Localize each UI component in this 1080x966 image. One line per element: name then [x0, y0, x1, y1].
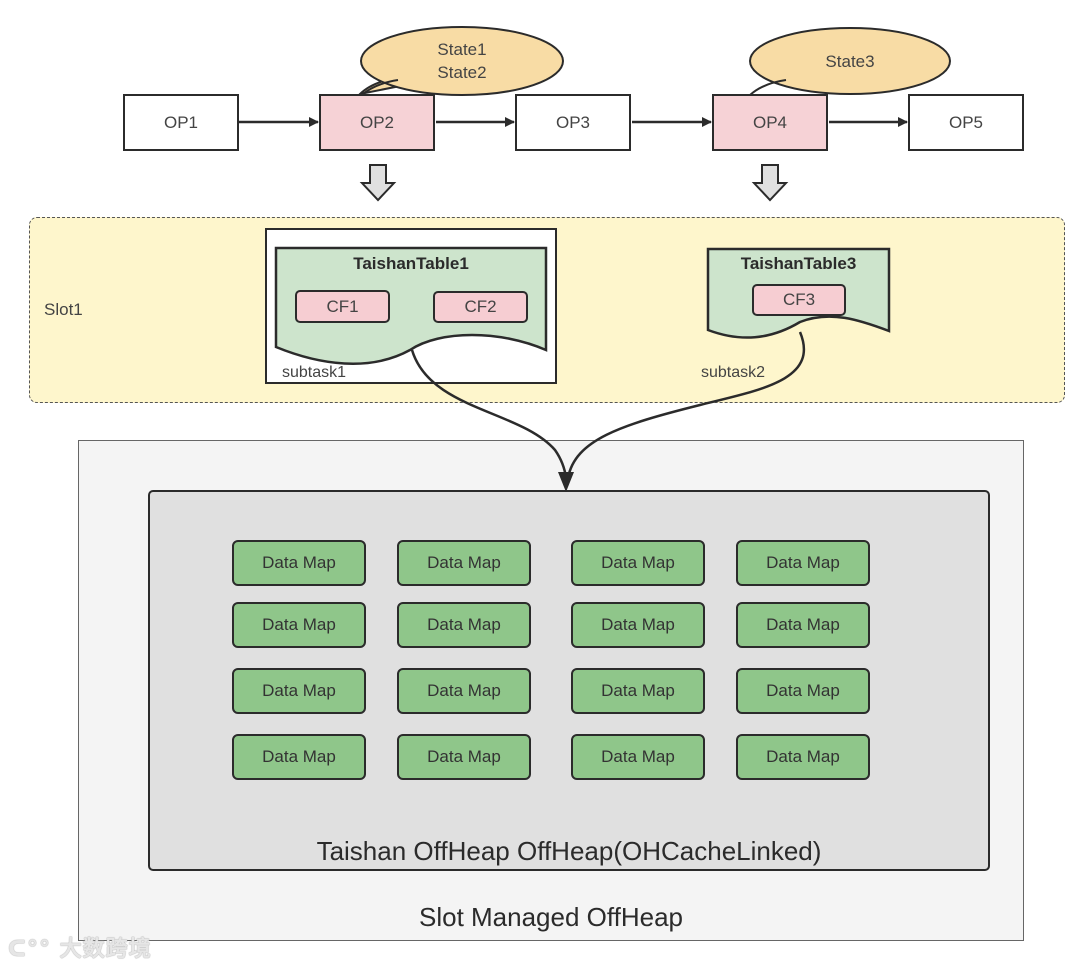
- cf-label: CF3: [782, 290, 816, 309]
- state-label: State3: [825, 52, 875, 71]
- operator-op2: OP2: [319, 94, 435, 151]
- watermark: ᑕ°° 大数跨境: [8, 931, 152, 963]
- data-map-label: Data Map: [427, 615, 501, 634]
- column-family-cf1: CF1: [295, 290, 390, 323]
- operator-op4: OP4: [712, 94, 828, 151]
- data-map-label: Data Map: [601, 615, 675, 634]
- subtask-label-2: subtask2: [701, 364, 766, 381]
- data-map-block: Data Map: [736, 602, 870, 648]
- operator-op5: OP5: [908, 94, 1024, 151]
- watermark-logo-icon: ᑕ°°: [8, 937, 51, 962]
- state-list-op4: State3: [788, 50, 912, 73]
- data-map-block: Data Map: [736, 668, 870, 714]
- operator-label: OP3: [555, 112, 591, 132]
- state-bubble-op2: [356, 26, 564, 96]
- data-map-label: Data Map: [262, 747, 336, 766]
- operator-label: OP1: [163, 112, 199, 132]
- data-map-label: Data Map: [601, 553, 675, 572]
- data-map-block: Data Map: [736, 734, 870, 780]
- data-map-block: Data Map: [397, 540, 531, 586]
- data-map-block: Data Map: [397, 734, 531, 780]
- data-map-block: Data Map: [571, 668, 705, 714]
- data-map-label: Data Map: [766, 553, 840, 572]
- operator-label: OP4: [752, 112, 788, 132]
- data-map-block: Data Map: [232, 540, 366, 586]
- operator-op1: OP1: [123, 94, 239, 151]
- cf-label: CF2: [464, 297, 497, 316]
- data-map-block: Data Map: [571, 602, 705, 648]
- column-family-cf2: CF2: [433, 291, 528, 323]
- data-map-block: Data Map: [232, 668, 366, 714]
- data-map-block: Data Map: [571, 540, 705, 586]
- data-map-label: Data Map: [427, 747, 501, 766]
- down-arrow-icon: [359, 164, 397, 202]
- data-map-label: Data Map: [601, 747, 675, 766]
- data-map-block: Data Map: [232, 734, 366, 780]
- data-map-label: Data Map: [766, 747, 840, 766]
- data-map-label: Data Map: [262, 615, 336, 634]
- operator-label: OP5: [948, 112, 984, 132]
- data-map-label: Data Map: [601, 681, 675, 700]
- slot-label: Slot1: [44, 300, 83, 319]
- data-map-label: Data Map: [262, 681, 336, 700]
- data-map-label: Data Map: [766, 681, 840, 700]
- slot-managed-offheap-label: Slot Managed OffHeap: [418, 902, 684, 932]
- column-family-cf3: CF3: [752, 284, 846, 316]
- operator-op3: OP3: [515, 94, 631, 151]
- state-label: State2: [437, 63, 487, 82]
- data-map-block: Data Map: [736, 540, 870, 586]
- state-label: State1: [437, 40, 487, 59]
- subtask-label-1: subtask1: [282, 364, 347, 381]
- data-map-label: Data Map: [427, 553, 501, 572]
- state-list-op2: State1 State2: [400, 38, 524, 84]
- operator-label: OP2: [359, 112, 395, 132]
- data-map-block: Data Map: [571, 734, 705, 780]
- table-title-1: TaishanTable1: [353, 254, 469, 273]
- state-bubble-op4: [749, 27, 951, 96]
- data-map-block: Data Map: [397, 668, 531, 714]
- data-map-label: Data Map: [427, 681, 501, 700]
- watermark-text: 大数跨境: [59, 937, 152, 962]
- data-map-block: Data Map: [232, 602, 366, 648]
- down-arrow-icon: [751, 164, 789, 202]
- data-map-block: Data Map: [397, 602, 531, 648]
- data-map-label: Data Map: [262, 553, 336, 572]
- table-title-3: TaishanTable3: [740, 254, 857, 273]
- cf-label: CF1: [326, 296, 359, 316]
- data-map-label: Data Map: [766, 615, 840, 634]
- taishan-offheap-label: Taishan OffHeap OffHeap(OHCacheLinked): [316, 836, 822, 866]
